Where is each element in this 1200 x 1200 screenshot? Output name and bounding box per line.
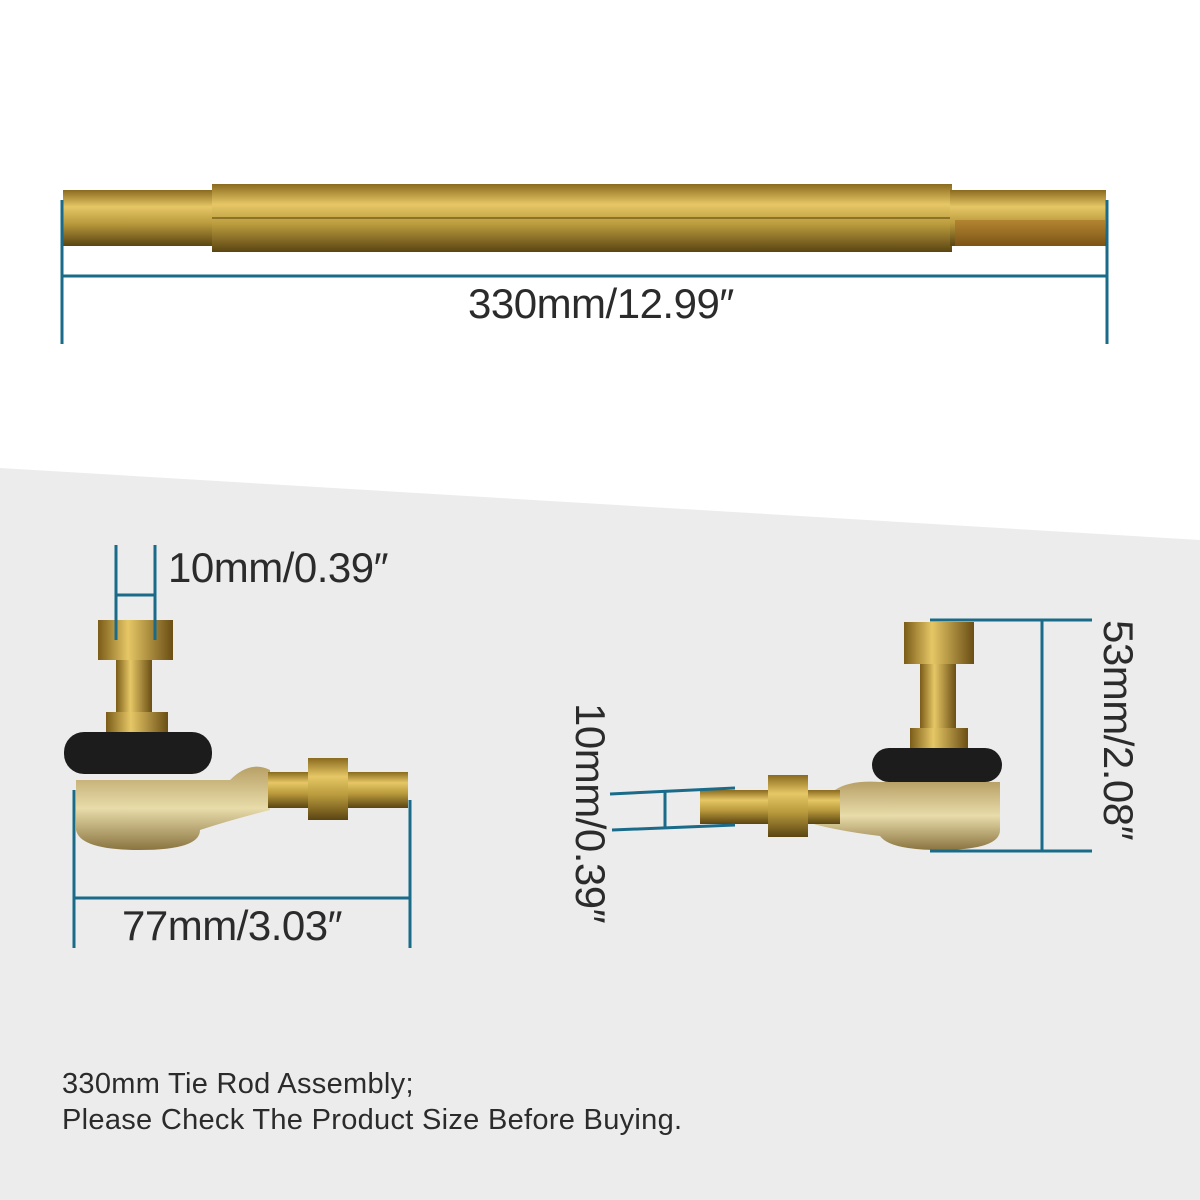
tie-rod: [63, 184, 1106, 252]
left-tie-rod-end: [64, 620, 408, 850]
left-dimensions: [72, 545, 412, 948]
right-tie-rod-end: [700, 622, 1002, 850]
end-length-label: 77mm/3.03″: [122, 902, 342, 949]
right-dimensions: [609, 618, 1092, 853]
end-height-label: 53mm/2.08″: [1095, 620, 1142, 840]
lower-background: [0, 468, 1200, 1200]
thread-diameter-label: 10mm/0.39″: [567, 703, 614, 923]
note-line-2: Please Check The Product Size Before Buy…: [62, 1104, 683, 1136]
rod-length-dimension: [60, 200, 1109, 344]
rod-length-label: 330mm/12.99″: [468, 280, 734, 327]
note-line-1: 330mm Tie Rod Assembly;: [62, 1068, 414, 1100]
stud-diameter-label: 10mm/0.39″: [168, 544, 388, 591]
